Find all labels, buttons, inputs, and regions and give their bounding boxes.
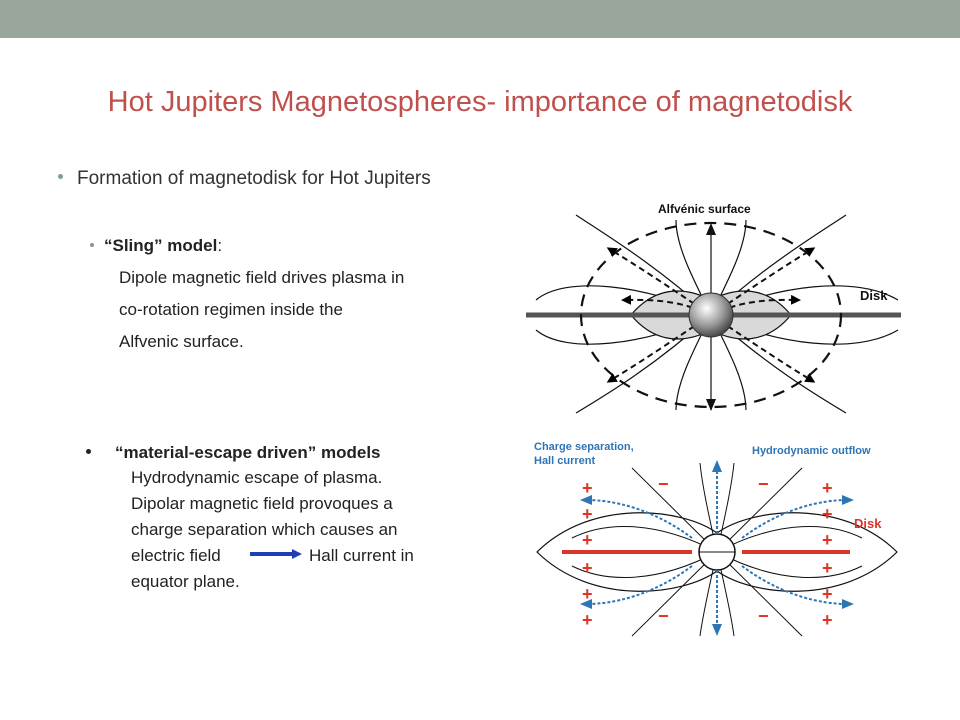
escape-title: “material-escape driven” models: [115, 443, 381, 462]
svg-text:+: +: [582, 584, 593, 604]
bullet-dot: [58, 174, 63, 180]
bullet-dot: [90, 242, 94, 247]
charge-markers: + + + + + + + + + + + + − − − −: [582, 474, 833, 630]
svg-text:+: +: [822, 478, 833, 498]
svg-text:+: +: [822, 584, 833, 604]
figure-hall-current-diagram: Charge separation, Hall current Hydrodyn…: [534, 441, 898, 637]
svg-text:−: −: [658, 606, 669, 626]
svg-text:−: −: [658, 474, 669, 494]
disk-label: Disk: [854, 516, 882, 531]
escape-line-1: Hydrodynamic escape of plasma.: [131, 468, 383, 487]
bullet-formation: Formation of magnetodisk for Hot Jupiter…: [58, 168, 431, 190]
hydrodynamic-outflow-label: Hydrodynamic outflow: [752, 445, 871, 457]
svg-text:+: +: [582, 478, 593, 498]
sling-title: “Sling” model: [104, 236, 218, 255]
sling-line-2: co-rotation regimen inside the: [119, 300, 343, 319]
arrow-right-icon: [250, 549, 302, 559]
field-lines: [571, 462, 863, 637]
svg-text:+: +: [582, 530, 593, 550]
escape-line-5: equator plane.: [131, 572, 240, 591]
planet: [688, 292, 734, 338]
bullet-sling: “Sling” model:: [90, 236, 222, 256]
sling-line-1: Dipole magnetic field drives plasma in: [119, 268, 405, 287]
sling-line-3: Alfvenic surface.: [119, 332, 244, 351]
svg-text:+: +: [822, 504, 833, 524]
svg-text:+: +: [822, 610, 833, 630]
escape-line-4b: Hall current in: [309, 546, 414, 565]
top-bar: [0, 0, 960, 38]
slide-title: Hot Jupiters Magnetospheres- importance …: [107, 86, 853, 118]
svg-text:+: +: [822, 530, 833, 550]
alfvenic-surface-label: Alfvénic surface: [658, 202, 751, 216]
svg-text:−: −: [758, 606, 769, 626]
bullet-escape: “material-escape driven” models: [86, 443, 381, 463]
bullet-dot: [86, 449, 91, 455]
sling-colon: :: [217, 236, 223, 255]
escape-line-4a: electric field: [131, 546, 221, 565]
svg-text:+: +: [582, 558, 593, 578]
escape-line-3: charge separation which causes an: [131, 520, 398, 539]
disk-label: Disk: [860, 288, 888, 303]
bullet-formation-text: Formation of magnetodisk for Hot Jupiter…: [77, 168, 431, 189]
charge-separation-label: Charge separation,: [534, 441, 634, 453]
flow-arrows: [606, 247, 816, 383]
svg-text:−: −: [758, 474, 769, 494]
svg-text:+: +: [582, 504, 593, 524]
figure-alfvenic-diagram: Alfvénic surface Disk: [526, 202, 901, 414]
hall-current-label: Hall current: [534, 455, 595, 467]
svg-text:+: +: [582, 610, 593, 630]
escape-line-2: Dipolar magnetic field provoques a: [131, 494, 393, 513]
outer-field-lens: [536, 512, 898, 592]
outflow-arrows: [586, 468, 848, 628]
outflow-arrowheads: [580, 460, 854, 636]
svg-text:+: +: [822, 558, 833, 578]
